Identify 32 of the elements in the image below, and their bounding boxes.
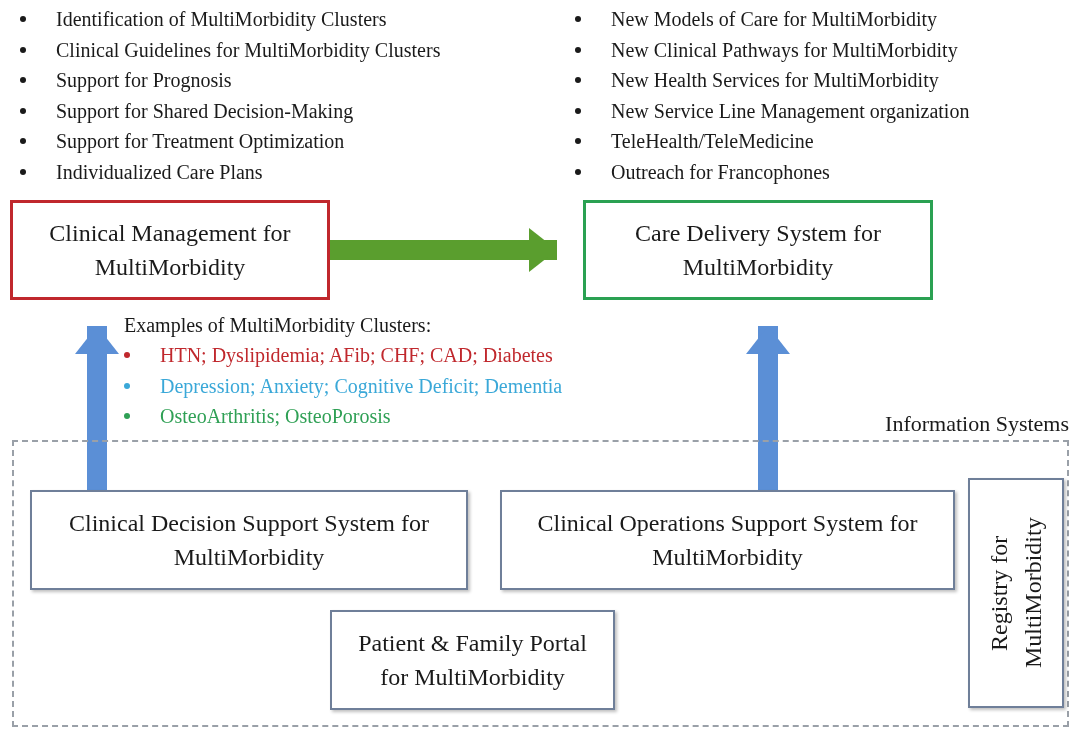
process-box <box>968 478 1064 708</box>
list-item-text: Support for Prognosis <box>56 68 232 94</box>
box-label: Patient & Family Portal for MultiMorbidity <box>357 629 588 692</box>
arrow <box>75 326 119 490</box>
process-box <box>583 200 933 300</box>
list-item-text: Depression; Anxiety; Cognitive Deficit; Dementia <box>160 373 563 400</box>
list-item-text: Identification of MultiMorbidity Clusters <box>56 7 387 33</box>
region-title: Information Systems <box>885 410 1069 438</box>
box-label: Clinical Management for MultiMorbidity <box>48 219 292 282</box>
list-item-text: New Service Line Management organization <box>611 98 970 125</box>
process-box <box>30 490 468 590</box>
process-box <box>10 200 330 300</box>
list-item-text: New Models of Care for MultiMorbidity <box>611 7 938 33</box>
process-box <box>330 610 615 710</box>
box-label: Registry for MultiMorbidity <box>985 516 1047 671</box>
list-item-text: Support for Treatment Optimization <box>56 129 345 155</box>
box-label: Clinical Decision Support System for MultiMorbidity <box>68 509 430 572</box>
list-item-text: Clinical Guidelines for MultiMorbidity Clusters <box>56 37 441 64</box>
list-item-text: Support for Shared Decision-Making <box>56 98 354 125</box>
arrow <box>330 228 557 272</box>
list-item-text: New Health Services for MultiMorbidity <box>611 68 939 94</box>
list-item-text: Examples of MultiMorbidity Clusters: <box>124 313 432 339</box>
list-item-text: Outreach for Francophones <box>611 159 830 186</box>
list-item-text: New Clinical Pathways for MultiMorbidity <box>611 37 958 64</box>
arrow <box>746 326 790 490</box>
box-label: Care Delivery System for MultiMorbidity <box>634 219 882 282</box>
list-item-text: Individualized Care Plans <box>56 159 263 185</box>
list-item-text: TeleHealth/TeleMedicine <box>611 129 814 154</box>
box-label: Clinical Operations Support System for MultiMorbidity <box>536 509 919 572</box>
process-box <box>500 490 955 590</box>
list-item-text: HTN; Dyslipidemia; AFib; CHF; CAD; Diabetes <box>160 343 553 369</box>
list-item-text: OsteoArthritis; OsteoPorosis <box>160 404 391 429</box>
